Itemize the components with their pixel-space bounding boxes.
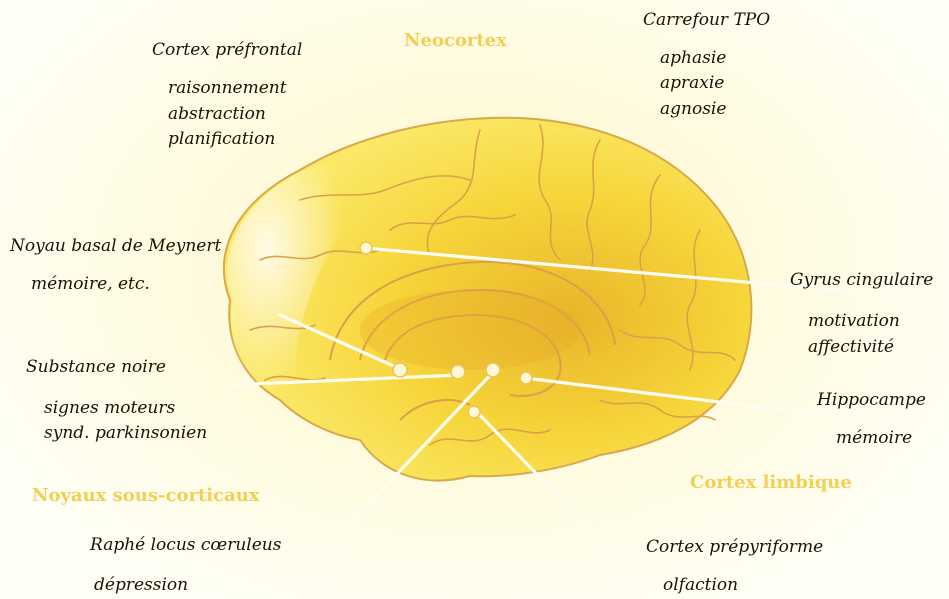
tpo-line-3: agnosie — [660, 101, 726, 118]
hippocampus-line-1: mémoire — [836, 430, 912, 447]
tpo-line-1: aphasie — [660, 50, 726, 67]
region-subcortical: Noyaux sous-corticaux — [32, 487, 260, 505]
meynert-title: Noyau basal de Meynert — [10, 238, 221, 255]
raphe-marker-2 — [486, 363, 500, 377]
substantia-title: Substance noire — [26, 359, 166, 376]
substantia-line-1: signes moteurs — [44, 400, 175, 417]
substantia-marker — [393, 363, 407, 377]
hippocampus-title: Hippocampe — [817, 392, 926, 409]
meynert-marker — [360, 242, 372, 254]
raphe-line-1: dépression — [94, 577, 188, 594]
substantia-line-2: synd. parkinsonien — [44, 425, 207, 442]
raphe-title: Raphé locus cœruleus — [90, 537, 281, 554]
hippocampus-marker — [520, 372, 532, 384]
prefrontal-title: Cortex préfrontal — [152, 42, 302, 59]
prepiriform-title: Cortex prépyriforme — [646, 539, 823, 556]
cingulate-line-2: affectivité — [808, 339, 894, 356]
raphe-marker — [451, 365, 465, 379]
limbic-shadow — [360, 290, 580, 370]
prefrontal-line-2: abstraction — [168, 106, 266, 123]
tpo-title: Carrefour TPO — [643, 12, 770, 29]
prepiriform-line-1: olfaction — [663, 577, 738, 594]
prepiriform-marker — [468, 406, 480, 418]
cingulate-line-1: motivation — [808, 313, 900, 330]
prefrontal-line-3: planification — [168, 131, 275, 148]
meynert-line-1: mémoire, etc. — [31, 276, 150, 293]
prefrontal-line-1: raisonnement — [168, 80, 287, 97]
tpo-line-2: apraxie — [660, 75, 724, 92]
region-neocortex: Neocortex — [404, 32, 507, 50]
region-limbic: Cortex limbique — [690, 474, 852, 492]
cingulate-title: Gyrus cingulaire — [790, 272, 933, 289]
